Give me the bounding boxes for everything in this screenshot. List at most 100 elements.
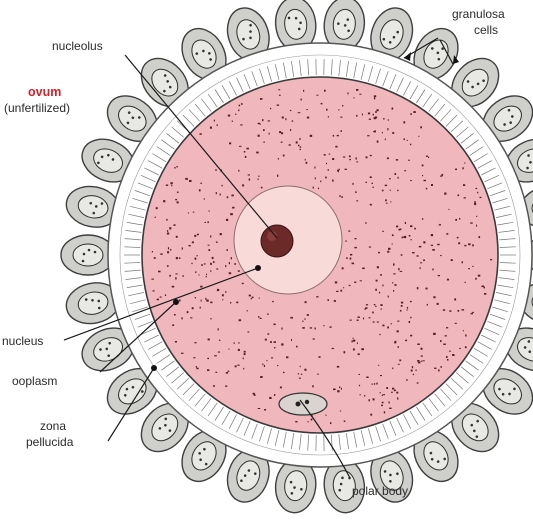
ooplasm-granule (222, 294, 224, 296)
ooplasm-granule (307, 314, 309, 316)
ooplasm-granule (360, 280, 362, 281)
ooplasm-granule (231, 257, 232, 259)
ooplasm-granule (432, 249, 435, 251)
ooplasm-granule (195, 258, 197, 260)
ooplasm-granule (366, 377, 368, 379)
ooplasm-granule (337, 390, 339, 392)
ooplasm-granule (392, 388, 394, 390)
ooplasm-granule (318, 356, 320, 358)
ooplasm-granule (401, 302, 403, 304)
ooplasm-granule (459, 218, 460, 220)
ooplasm-granule (328, 299, 329, 301)
ooplasm-granule (187, 311, 189, 313)
ooplasm-granule (172, 286, 175, 288)
ooplasm-granule (411, 239, 412, 240)
ooplasm-granule (445, 335, 447, 336)
polar-body-granule (305, 400, 309, 404)
ooplasm-granule (343, 157, 346, 158)
ooplasm-granule (412, 366, 413, 368)
ooplasm-granule (277, 105, 280, 106)
ooplasm-granule (274, 347, 275, 349)
ooplasm-granule (349, 285, 351, 286)
ooplasm-granule (298, 112, 301, 113)
ooplasm-granule (358, 353, 360, 355)
ooplasm-granule (417, 255, 419, 256)
ooplasm-granule (420, 262, 422, 263)
ooplasm-granule (418, 136, 419, 137)
ooplasm-granule (267, 333, 269, 334)
ooplasm-granule (458, 195, 460, 197)
ooplasm-granule (228, 371, 230, 372)
ooplasm-granule (335, 146, 337, 148)
ooplasm-granule (366, 156, 368, 158)
ooplasm-granule (200, 307, 201, 309)
ooplasm-granule (405, 222, 406, 224)
ooplasm-granule (360, 394, 361, 395)
ooplasm-granule (262, 119, 263, 121)
ooplasm-granule (382, 190, 384, 192)
ooplasm-granule (225, 386, 227, 387)
ooplasm-granule (206, 276, 207, 278)
ooplasm-granule (355, 191, 357, 193)
ooplasm-granule (220, 233, 222, 235)
ooplasm-granule (177, 192, 179, 193)
ooplasm-granule (217, 124, 218, 126)
ooplasm-granule (263, 129, 265, 131)
ooplasm-granule (271, 357, 273, 358)
ooplasm-granule (389, 178, 391, 179)
ooplasm-granule (455, 323, 457, 324)
ooplasm-granule (370, 155, 372, 156)
ooplasm-granule (181, 353, 184, 354)
ooplasm-granule (209, 211, 210, 212)
ooplasm-granule (167, 265, 169, 267)
ooplasm-granule (213, 385, 215, 387)
ooplasm-granule (369, 247, 371, 248)
ooplasm-granule (191, 263, 192, 264)
ooplasm-granule (369, 119, 371, 120)
ooplasm-granule (335, 281, 337, 283)
ooplasm-granule (423, 241, 425, 243)
ooplasm-granule (216, 268, 218, 269)
ooplasm-granule (412, 252, 415, 253)
ooplasm-granule (251, 298, 253, 299)
ooplasm-granule (177, 201, 179, 203)
ooplasm-granule (476, 188, 478, 189)
ooplasm-granule (261, 187, 263, 189)
ooplasm-granule (381, 308, 382, 309)
ooplasm-granule (433, 333, 436, 335)
ooplasm-granule (350, 254, 352, 256)
ooplasm-granule (410, 317, 411, 319)
ooplasm-granule (359, 385, 360, 386)
ooplasm-granule (171, 185, 172, 186)
ooplasm-granule (274, 394, 275, 396)
ooplasm-granule (356, 161, 358, 162)
ooplasm-granule (407, 307, 408, 309)
ooplasm-granule (438, 369, 440, 371)
ooplasm-granule (215, 169, 217, 170)
ooplasm-granule (403, 121, 405, 123)
ooplasm-granule (300, 146, 302, 147)
ooplasm-granule (472, 266, 473, 267)
ooplasm-granule (154, 257, 156, 259)
ooplasm-granule (426, 156, 428, 157)
ooplasm-granule (422, 218, 423, 220)
ooplasm-granule (306, 162, 308, 164)
ooplasm-granule (312, 385, 314, 387)
ooplasm-granule (417, 287, 419, 289)
ooplasm-granule (197, 234, 199, 236)
ooplasm-granule (290, 110, 291, 111)
ooplasm-granule (396, 226, 398, 228)
ooplasm-granule (225, 291, 226, 292)
ooplasm-granule (413, 111, 415, 113)
ooplasm-granule (352, 340, 353, 342)
ooplasm-granule (280, 387, 282, 389)
ooplasm-granule (337, 366, 339, 368)
ooplasm-granule (415, 370, 417, 371)
ooplasm-granule (281, 343, 283, 345)
ooplasm-granule (447, 359, 449, 361)
ooplasm-granule (380, 304, 382, 306)
ooplasm-granule (158, 271, 161, 273)
ooplasm-granule (174, 167, 175, 169)
ooplasm-granule (350, 258, 352, 260)
ooplasm-granule (354, 247, 357, 248)
